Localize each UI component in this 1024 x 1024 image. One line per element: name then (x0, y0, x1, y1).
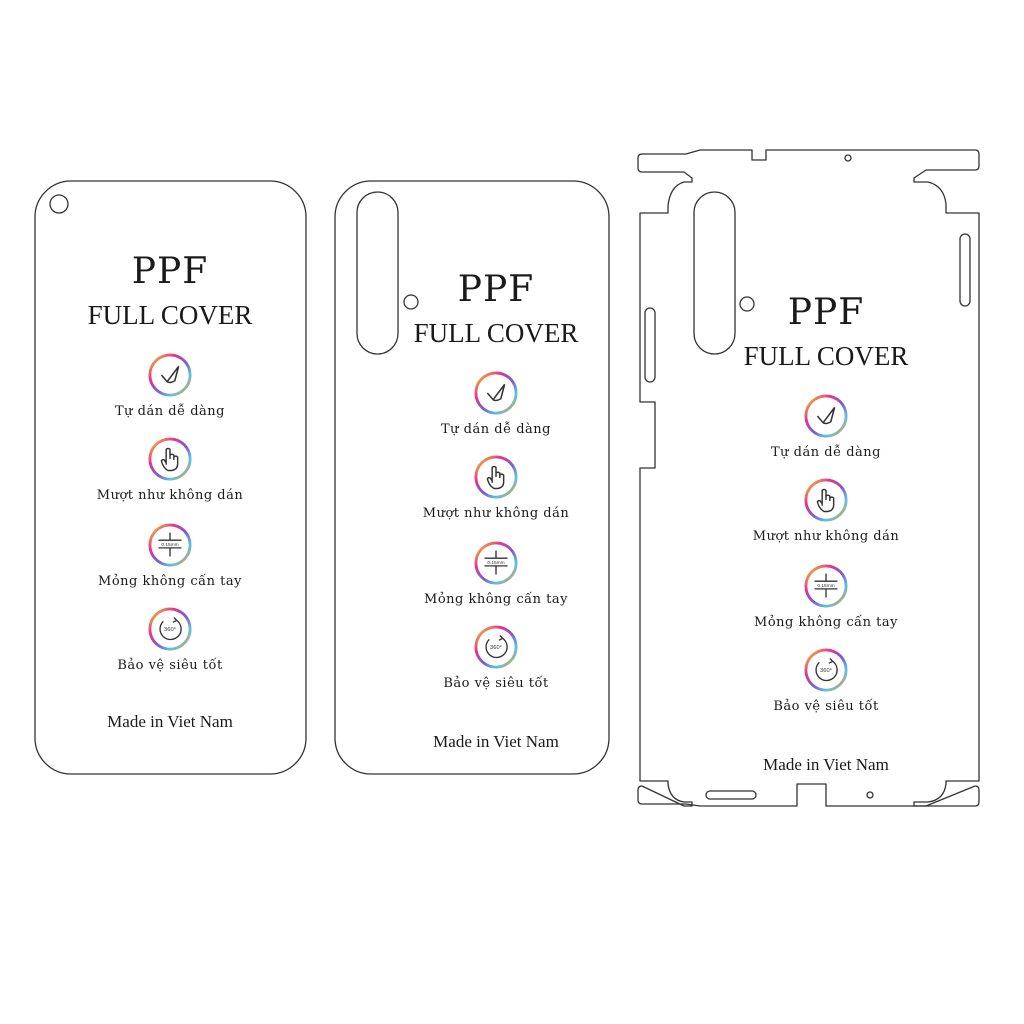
feature-smooth: Mượt như không dán (40, 436, 300, 504)
made-in-label: Made in Viet Nam (107, 712, 233, 731)
feature-thin: 0.15mm Mỏng không cấn tay (366, 540, 626, 608)
feature-label: Bảo vệ siêu tốt (117, 658, 223, 673)
check-icon (474, 371, 518, 415)
feature-easy-apply: Tự dán dễ dàng (696, 393, 956, 461)
feature-label: Tự dán dễ dàng (441, 422, 551, 437)
feature-label: Mỏng không cấn tay (424, 592, 568, 607)
check-icon (804, 394, 848, 438)
touch-hand-icon (474, 455, 518, 499)
touch-hand-icon (804, 478, 848, 522)
feature-protect: 360° Bảo vệ siêu tốt (40, 606, 300, 674)
made-in-label: Made in Viet Nam (433, 732, 559, 751)
feature-protect: 360° Bảo vệ siêu tốt (366, 624, 626, 692)
svg-text:0.15mm: 0.15mm (161, 542, 178, 548)
feature-smooth: Mượt như không dán (366, 454, 626, 522)
brand-title: PPF (131, 251, 209, 292)
feature-label: Mượt như không dán (752, 529, 900, 544)
brand-subtitle: FULL COVER (743, 341, 909, 371)
feature-easy-apply: Tự dán dễ dàng (366, 370, 626, 438)
panel-2-flash-hole (403, 294, 419, 310)
svg-text:360°: 360° (820, 668, 832, 674)
rotate-360-icon: 360° (474, 625, 518, 669)
brand-subtitle: FULL COVER (87, 300, 253, 330)
touch-hand-icon (148, 437, 192, 481)
made-in-label: Made in Viet Nam (763, 755, 889, 774)
brand-title: PPF (457, 269, 535, 310)
thickness-icon: 0.15mm (148, 523, 192, 567)
panel-1-outline (34, 180, 307, 775)
feature-label: Bảo vệ siêu tốt (773, 699, 879, 714)
feature-easy-apply: Tự dán dễ dàng (40, 352, 300, 420)
thickness-icon: 0.15mm (804, 564, 848, 608)
feature-label: Bảo vệ siêu tốt (443, 676, 549, 691)
rotate-360-icon: 360° (804, 648, 848, 692)
feature-label: Mỏng không cấn tay (754, 615, 898, 630)
rotate-360-icon: 360° (148, 607, 192, 651)
check-icon (148, 353, 192, 397)
feature-protect: 360° Bảo vệ siêu tốt (696, 647, 956, 715)
feature-thin: 0.15mm Mỏng không cấn tay (40, 522, 300, 590)
feature-label: Mượt như không dán (96, 488, 244, 503)
panel-2-camera-cutout (356, 191, 399, 355)
feature-label: Mượt như không dán (422, 506, 570, 521)
thickness-icon: 0.15mm (474, 541, 518, 585)
feature-label: Tự dán dễ dàng (771, 445, 881, 460)
brand-subtitle: FULL COVER (413, 318, 579, 348)
svg-text:0.15mm: 0.15mm (817, 583, 834, 589)
panel-2-outline (334, 180, 610, 775)
feature-label: Mỏng không cấn tay (98, 574, 242, 589)
feature-thin: 0.15mm Mỏng không cấn tay (696, 563, 956, 631)
svg-text:0.15mm: 0.15mm (487, 560, 504, 566)
panel-1-camera-hole (49, 194, 69, 214)
feature-label: Tự dán dễ dàng (115, 404, 225, 419)
feature-smooth: Mượt như không dán (696, 477, 956, 545)
svg-text:360°: 360° (164, 627, 176, 633)
svg-text:360°: 360° (490, 645, 502, 651)
brand-title: PPF (787, 292, 865, 333)
